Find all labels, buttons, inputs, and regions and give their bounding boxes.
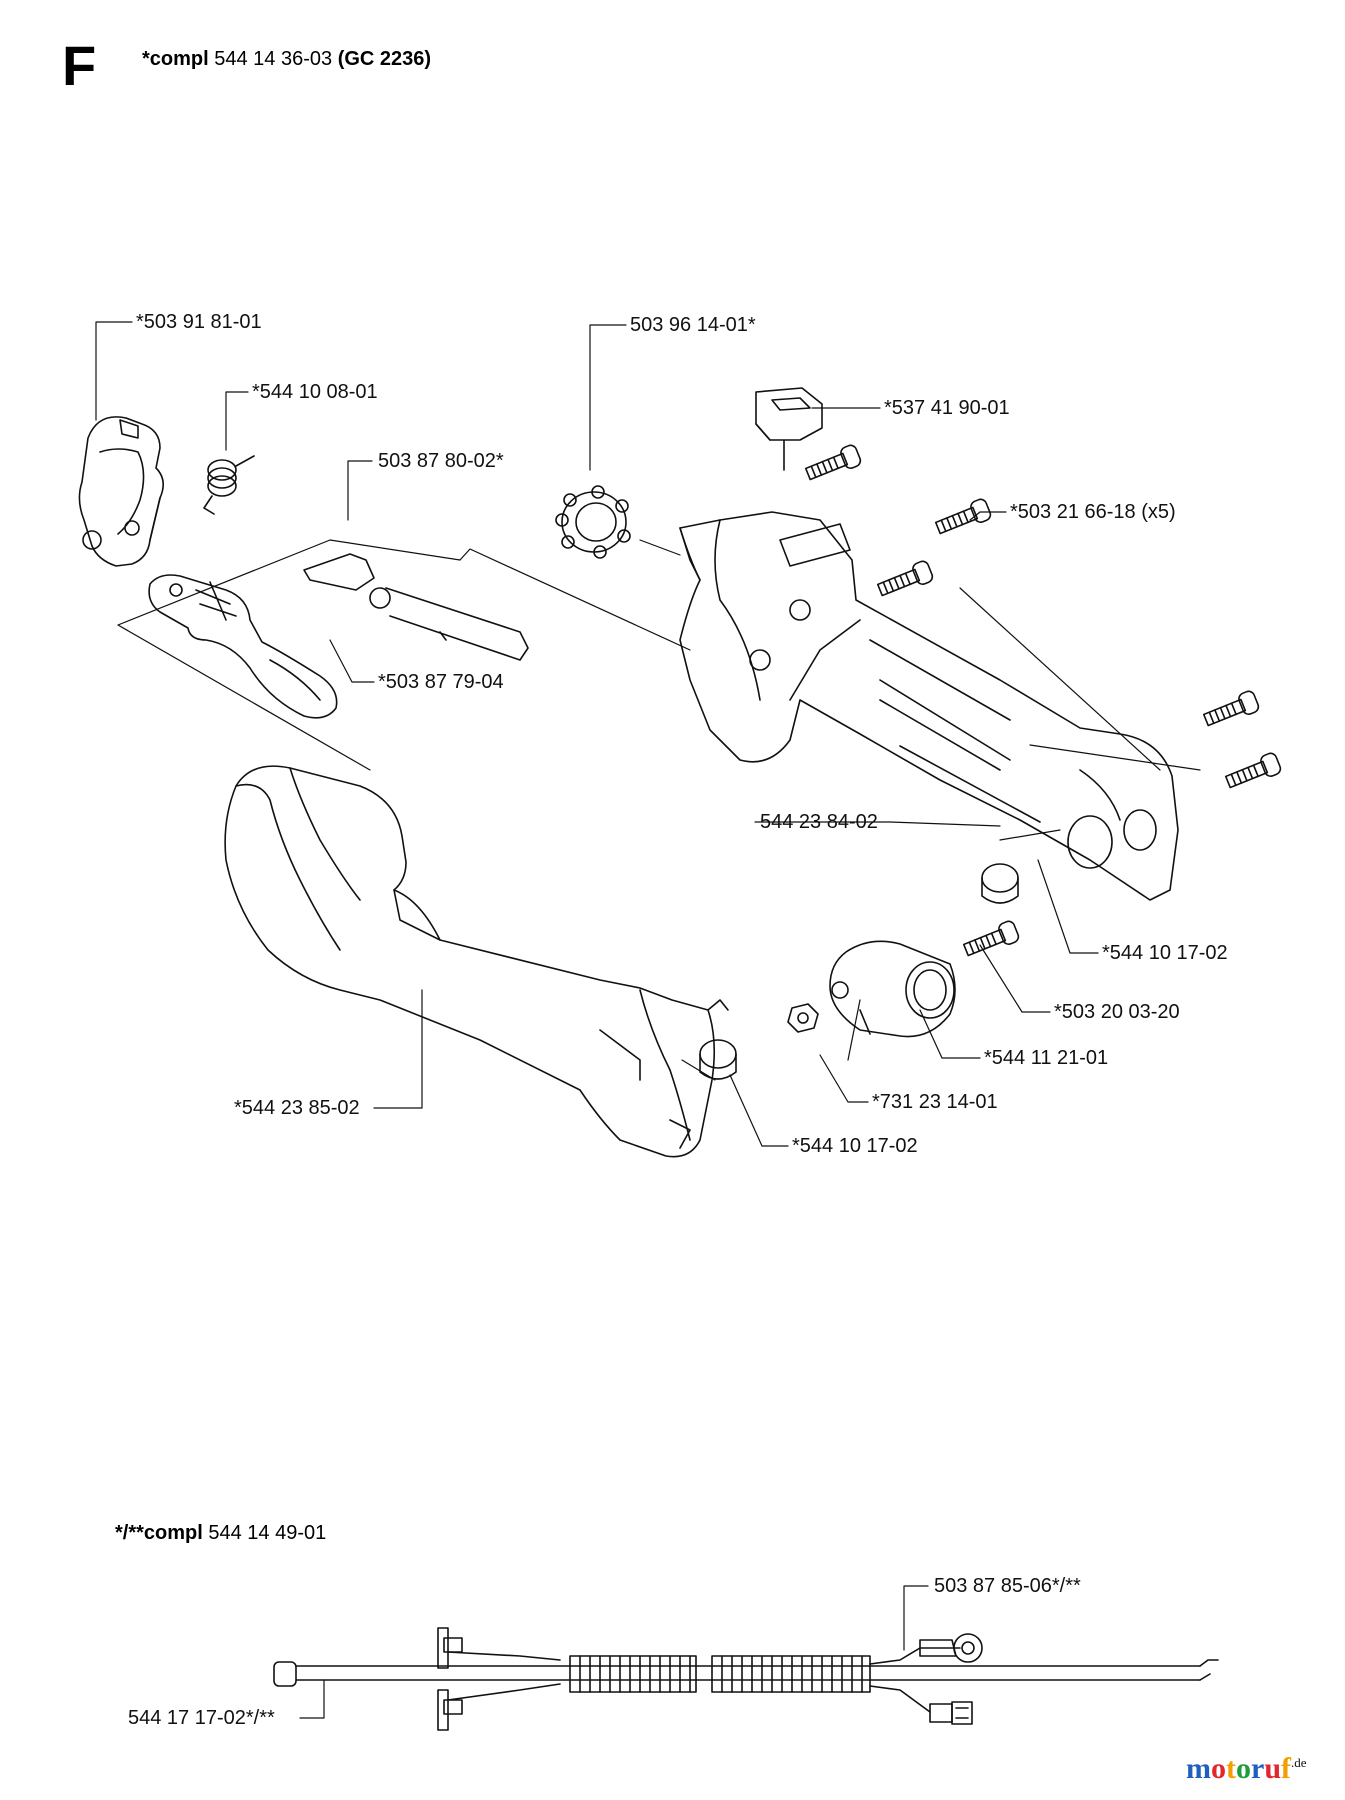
part-label-3: 503 87 80-02*: [378, 450, 504, 472]
clamp-part: [78, 416, 164, 567]
model-label: (GC 2236): [337, 48, 432, 70]
cable-assembly-part: [273, 1627, 1219, 1731]
part-label-9: *544 10 17-02: [1102, 942, 1228, 964]
compl-number: 544 14 49-01: [208, 1522, 327, 1544]
part-label-14: *544 23 85-02: [234, 1097, 360, 1119]
part-label-10: *503 20 03-20: [1054, 1001, 1180, 1023]
compl-label: *compl: [142, 48, 209, 70]
compl-label: */**compl: [115, 1522, 203, 1544]
part-label-13: *544 10 17-02: [792, 1135, 918, 1157]
spring-part: [203, 455, 255, 515]
cover-part: [224, 765, 729, 1158]
part-label-6: *503 21 66-18 (x5): [1010, 501, 1176, 523]
watermark-letter: o: [1211, 1752, 1226, 1785]
watermark-letter: o: [1236, 1752, 1251, 1785]
watermark-letter: f: [1281, 1752, 1292, 1785]
part-label-15: 503 87 85-06*/**: [934, 1575, 1081, 1597]
watermark-letter: m: [1186, 1752, 1211, 1785]
terminal-part: [919, 1633, 983, 1725]
part-label-11: *544 11 21-01: [984, 1047, 1109, 1069]
watermark-logo: motoruf.de: [1186, 1752, 1307, 1786]
watermark-letter: t: [1226, 1752, 1236, 1785]
sleeve-part: [829, 940, 956, 1038]
part-label-2: *544 10 08-01: [252, 381, 378, 403]
part-label-5: *537 41 90-01: [884, 397, 1010, 419]
handle-housing-part: [679, 511, 1179, 901]
screw-part: [804, 444, 1282, 957]
lever-part: [303, 553, 529, 661]
watermark-letter: u: [1264, 1752, 1282, 1785]
bushing-part: [699, 863, 1019, 1080]
assembly-heading-bottom: */**compl 544 14 49-01: [115, 1522, 326, 1545]
switch-part: [755, 387, 823, 471]
part-label-12: *731 23 14-01: [872, 1091, 998, 1113]
nut-part: [787, 1003, 819, 1033]
throttle-trigger-part: [148, 574, 338, 719]
part-label-1: *503 91 81-01: [136, 311, 262, 333]
section-letter: F: [62, 34, 97, 97]
assembly-heading-top: *compl 544 14 36-03 (GC 2236): [142, 48, 431, 71]
compl-number: 544 14 36-03: [214, 48, 333, 70]
watermark-letter: r: [1251, 1752, 1265, 1785]
part-label-7: *503 87 79-04: [378, 671, 504, 693]
part-label-16: 544 17 17-02*/**: [128, 1707, 275, 1729]
part-label-8: 544 23 84-02: [760, 811, 878, 833]
ring-part: [555, 485, 631, 559]
part-label-4: 503 96 14-01*: [630, 314, 756, 336]
watermark-suffix: .de: [1291, 1755, 1307, 1770]
leader-lines: [95, 321, 1201, 1719]
